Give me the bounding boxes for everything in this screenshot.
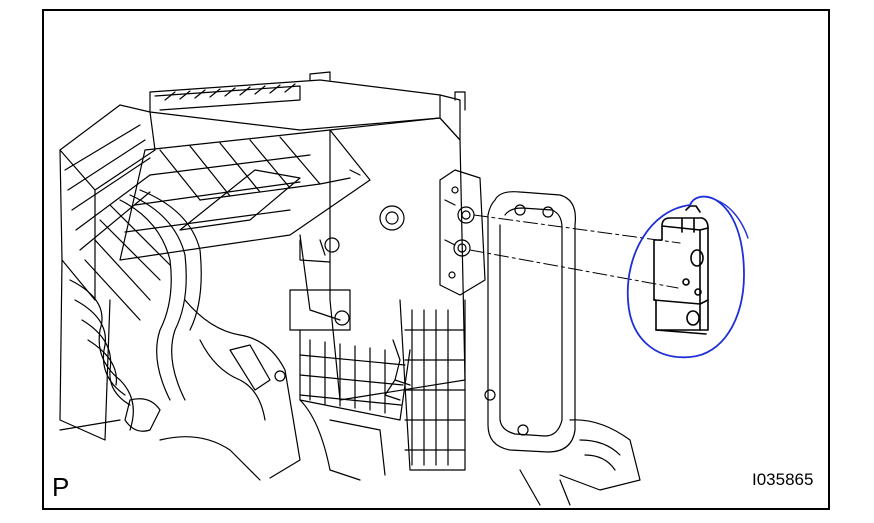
- figure-id-label: I035865: [752, 470, 814, 489]
- expansion-valve: [653, 205, 709, 335]
- corner-letter: P: [52, 472, 70, 502]
- annotation-circle-tail: [715, 199, 749, 239]
- alignment-lines: [469, 214, 681, 289]
- hvac-housing: [59, 71, 641, 506]
